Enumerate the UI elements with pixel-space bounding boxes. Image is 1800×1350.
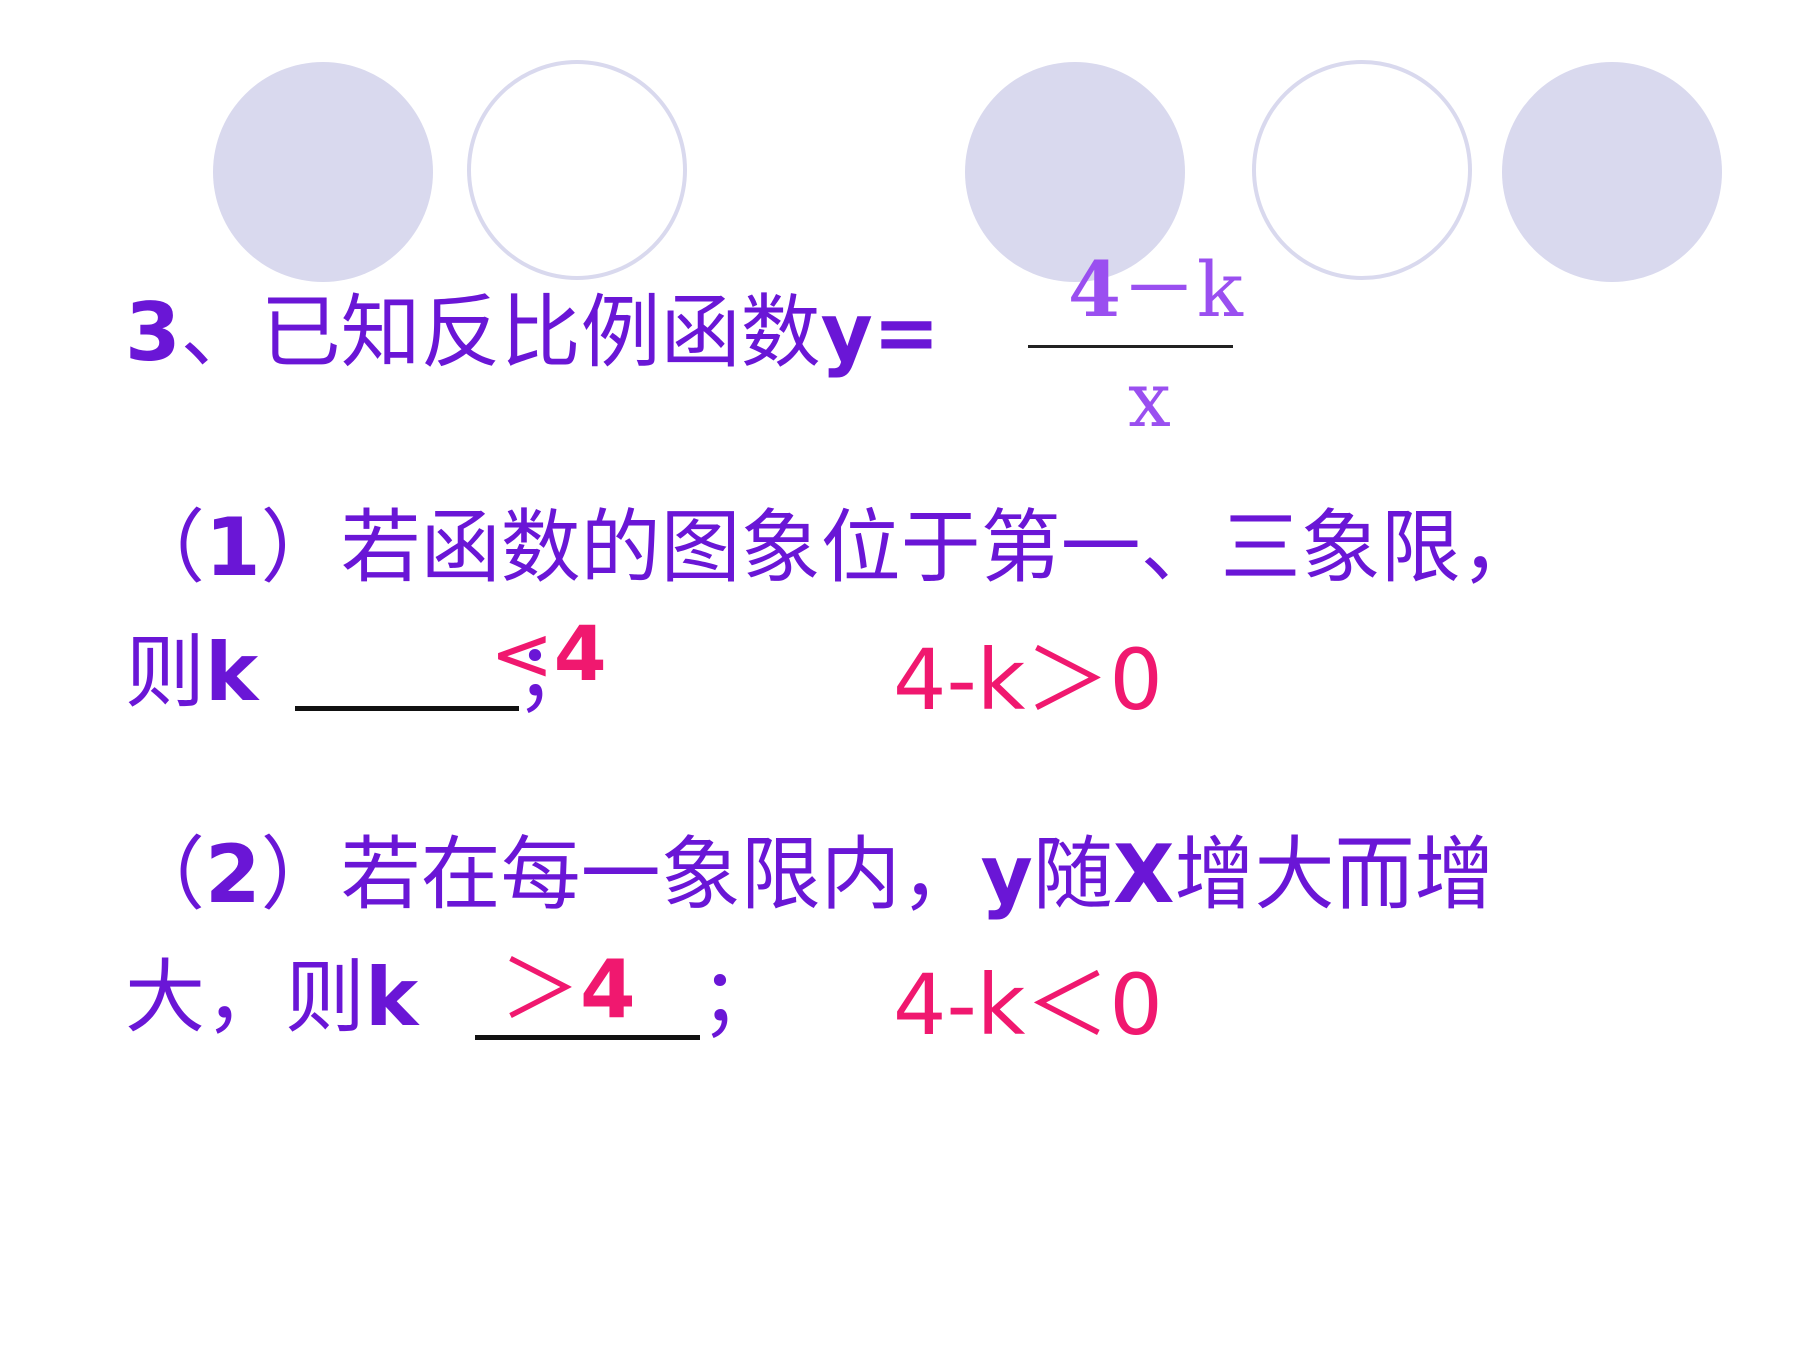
part2-line1: （2）若在每一象限内，y随X增大而增: [125, 835, 1495, 915]
question-intro: 、已知反比例函数: [180, 286, 821, 379]
part2-prefix-num: 2: [205, 828, 261, 921]
part1-line1: （1）若函数的图象位于第一、三象限，: [125, 508, 1541, 588]
part2-prefix-close: ）: [260, 828, 341, 921]
decor-circle-1: [213, 62, 433, 282]
part1-answer-value: 4: [553, 609, 607, 698]
part1-var: k: [205, 626, 259, 719]
part1-then-word: 则: [125, 626, 205, 719]
part1-text: 若函数的图象位于第一、三象限，: [340, 501, 1541, 594]
question-y-eq: y=: [820, 286, 940, 379]
part2-answer: ＞4: [500, 950, 636, 1030]
part2-x: X: [1112, 828, 1175, 921]
question-number: 3: [125, 286, 181, 379]
part1-prefix-open: （: [125, 501, 205, 594]
part2-answer-value: 4: [580, 943, 636, 1036]
part2-sui: 随: [1032, 828, 1113, 921]
question-heading: 3、已知反比例函数y=: [125, 293, 940, 373]
decor-circle-5: [1502, 62, 1722, 282]
decor-circle-4: [1252, 60, 1472, 280]
part2-prefix-open: （: [125, 828, 205, 921]
fraction-num-rest: －k: [1120, 245, 1243, 334]
decor-circle-2: [467, 60, 687, 280]
part2-answer-blank: [475, 1035, 700, 1040]
part2-text-b: 增大而增: [1174, 828, 1495, 921]
part2-line2: 大，则k: [125, 958, 418, 1038]
part2-hint: 4-k＜0: [893, 956, 1163, 1054]
part2-var: k: [365, 951, 419, 1044]
part2-y: y: [980, 828, 1033, 921]
part1-prefix-close: ）: [260, 501, 341, 594]
part2-line2-text: 大，则: [125, 951, 365, 1044]
fraction-bar: [1028, 345, 1233, 348]
part2-answer-symbol: ＞: [500, 943, 580, 1036]
part1-then: 则k: [125, 633, 258, 713]
part1-answer: <4: [490, 616, 607, 692]
fraction-denominator: x: [1128, 355, 1171, 444]
part1-hint: 4-k＞0: [893, 631, 1163, 729]
part2-semicolon: ；: [700, 951, 780, 1044]
fraction-num-bold: 4: [1068, 245, 1121, 334]
part1-semicolon: ；: [515, 626, 595, 719]
part2-text-a: 若在每一象限内，: [340, 828, 981, 921]
part1-answer-symbol: <: [490, 609, 554, 698]
decor-circle-3: [965, 62, 1185, 282]
fraction-numerator: 4－k: [1068, 252, 1243, 328]
part1-answer-blank: [295, 706, 519, 711]
part1-prefix-num: 1: [205, 501, 261, 594]
